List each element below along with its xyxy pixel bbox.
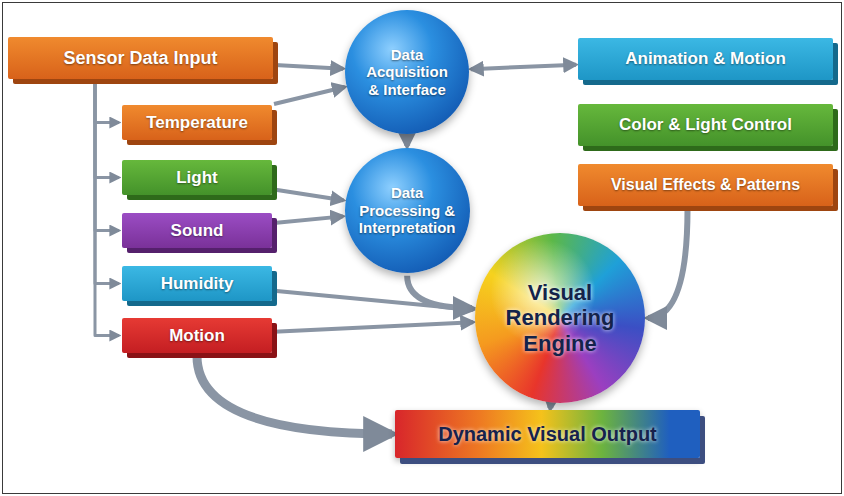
label-box: Temperature [122, 105, 272, 140]
flow-arrow [95, 81, 119, 178]
flow-arrow [274, 87, 345, 104]
node-label: Dynamic Visual Output [438, 423, 657, 446]
flow-arrow [95, 81, 119, 123]
label-box: Sensor Data Input [8, 37, 273, 79]
label-box: Visual Effects & Patterns [578, 164, 833, 206]
node-label: Sound [171, 221, 224, 241]
flow-arrow [95, 81, 119, 336]
label-box: Color & Light Control [578, 104, 833, 146]
flow-arrow [274, 216, 343, 223]
flow-arrow [275, 65, 343, 69]
flow-arrow [274, 322, 473, 332]
flow-arrow [197, 356, 392, 434]
flow-arrow [407, 276, 472, 308]
label-box: Animation & Motion [578, 38, 833, 80]
node-label: Animation & Motion [625, 49, 786, 69]
process-circle: Visual Rendering Engine [475, 233, 645, 403]
flow-arrow [471, 65, 576, 70]
node-label: Temperature [146, 113, 248, 133]
label-box: Humidity [122, 266, 272, 301]
label-box: Motion [122, 318, 272, 353]
node-label: Color & Light Control [619, 115, 792, 135]
flow-arrow [95, 81, 119, 284]
node-label: Data Acquisition & Interface [359, 46, 455, 98]
process-circle: Data Acquisition & Interface [345, 10, 469, 134]
node-label: Light [176, 168, 218, 188]
node-label: Visual Effects & Patterns [611, 176, 800, 194]
flow-arrow [274, 189, 343, 200]
node-label: Data Processing & Interpretation [359, 184, 456, 236]
flow-arrow [404, 136, 410, 146]
label-box: Sound [122, 213, 272, 248]
flow-arrow [648, 209, 688, 318]
flow-arrow [547, 404, 553, 408]
process-circle: Data Processing & Interpretation [345, 148, 470, 273]
node-label: Sensor Data Input [63, 48, 217, 69]
node-label: Visual Rendering Engine [489, 280, 631, 356]
label-box: Dynamic Visual Output [395, 410, 700, 458]
node-label: Humidity [161, 274, 234, 294]
node-label: Motion [169, 326, 225, 346]
label-box: Light [122, 160, 272, 195]
flow-arrow [95, 81, 119, 231]
